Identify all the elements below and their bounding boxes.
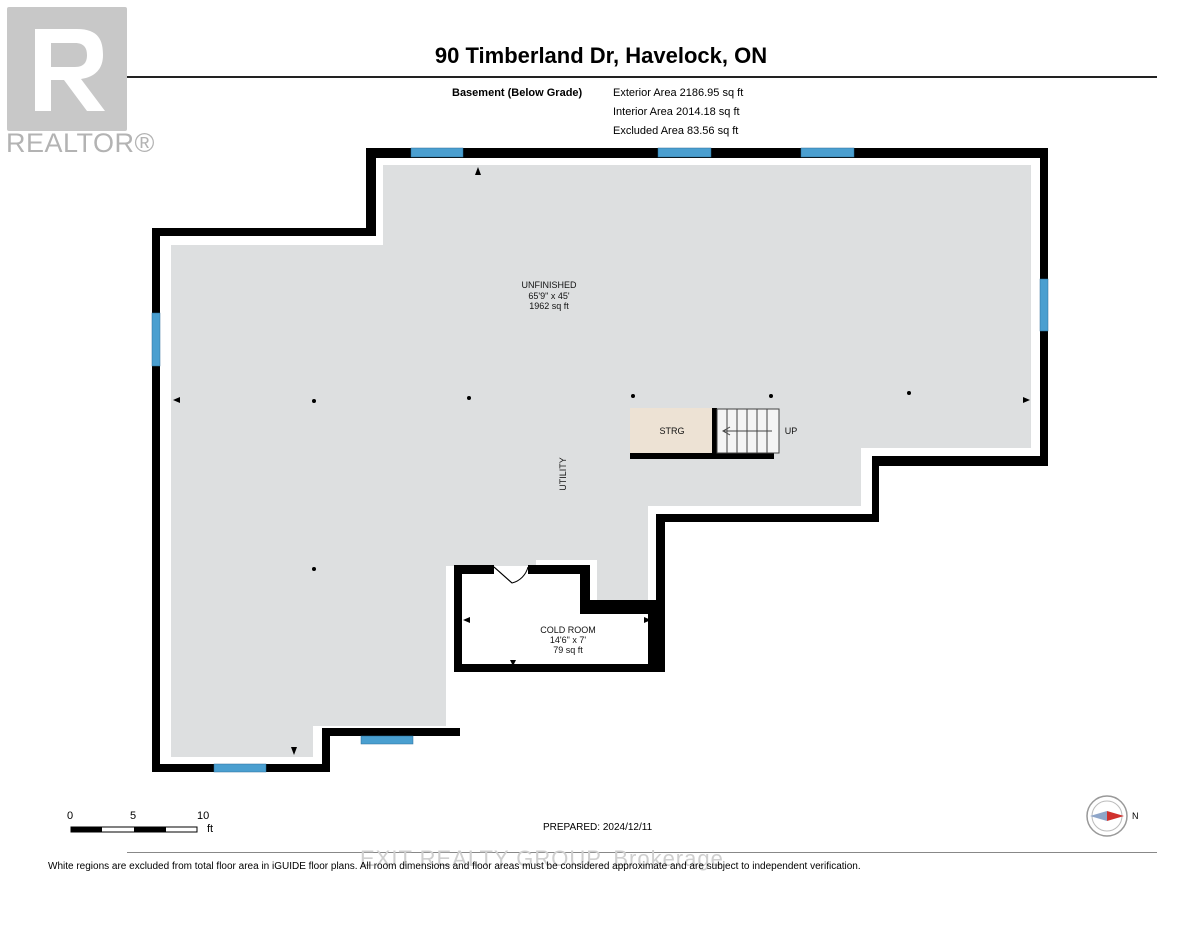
excluded-area: Excluded Area 83.56 sq ft [613,125,739,137]
storage-room [630,408,714,454]
windows [151,147,1049,773]
exterior-area: Exterior Area 2186.95 sq ft [613,87,744,99]
prepared-date: PREPARED: 2024/12/11 [543,822,653,833]
realtor-wordmark: REALTOR® [6,128,155,158]
scale-tick-10: 10 [197,810,210,822]
scale-bar [70,826,198,833]
stairs [716,408,780,454]
dimension-markers [173,167,1030,755]
unfinished-floor [171,165,1031,757]
room-name-cold-room: COLD ROOM [540,625,596,635]
stairs-label: UP [785,426,798,436]
compass-icon [1086,795,1128,837]
brokerage-watermark: EXIT REALTY GROUP, Brokerage [360,846,724,871]
room-dims-unfinished: 65'9" x 45' [528,291,569,301]
column-posts [312,391,911,571]
cold-room-wall-right [528,565,590,614]
compass-north-label: N [1132,811,1139,821]
page-title: 90 Timberland Dr, Havelock, ON [434,43,768,68]
window-top-2 [657,147,712,158]
scale-tick-5: 5 [130,810,137,822]
scale-unit: ft [207,823,214,835]
room-dims-cold-room: 14'6" x 7' [550,635,586,645]
interior-area: Interior Area 2014.18 sq ft [613,106,740,118]
window-bottom-2 [360,735,414,745]
footer-divider [127,852,1157,853]
room-name-storage: STRG [659,426,684,436]
storage-wall [630,453,774,459]
window-top-3 [800,147,855,158]
header-divider [127,76,1157,78]
realtor-logo-mark [7,7,127,131]
room-name-unfinished: UNFINISHED [521,280,577,290]
storage-wall-side [712,408,717,458]
room-area-cold-room: 79 sq ft [553,645,583,655]
window-bottom-1 [213,763,267,773]
floor-level-label: Basement (Below Grade) [452,87,583,99]
scale-tick-0: 0 [67,810,74,822]
window-left [151,312,161,367]
cold-room-door [493,566,529,584]
window-right [1039,278,1049,332]
realtor-logo: REALTOR® [0,0,154,170]
disclaimer-text: White regions are excluded from total fl… [48,861,861,872]
window-top-1 [410,147,464,158]
realtor-r-icon [35,29,105,111]
room-area-unfinished: 1962 sq ft [529,301,569,311]
room-name-utility: UTILITY [558,457,568,491]
